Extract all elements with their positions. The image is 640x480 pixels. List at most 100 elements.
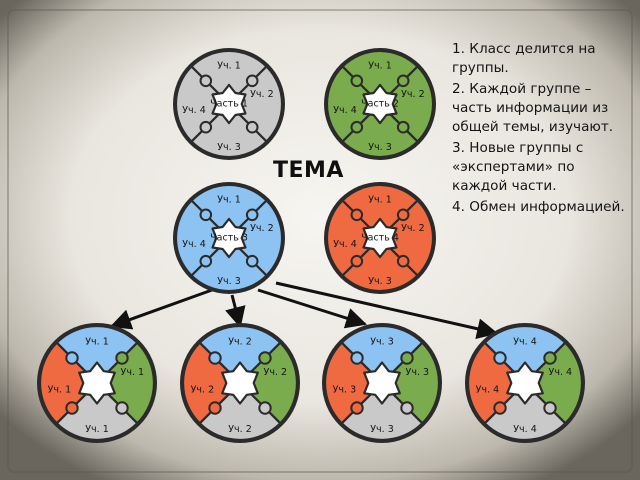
expert-1-label-1: Уч. 1 [85,337,109,348]
step-1: 1. Класс делится на группы. [452,41,596,76]
steps-list: 1. Класс делится на группы. 2. Каждой гр… [452,40,632,219]
group-3-label-2: Уч. 2 [250,223,274,234]
expert-circle-4-piece-3 [483,381,567,442]
group-circle-1-piece-1 [190,49,268,106]
group-circle-1-knob-2 [245,74,259,88]
expert-1-label-2: Уч. 1 [121,367,145,378]
expert-circle-2-gear [221,361,259,405]
expert-circle-4-knob-1 [493,351,507,365]
expert-4-label-4: Уч. 4 [476,384,500,395]
expert-3-label-3: Уч. 3 [370,424,394,435]
expert-circle-2-piece-3 [198,381,282,442]
group-3-label-3: Уч. 3 [217,276,241,287]
group-3-label-4: Уч. 4 [182,239,206,250]
expert-circle-3-knob-3 [400,401,414,415]
group-circle-2-piece-2 [378,65,435,143]
expert-circle-3-knob-4 [350,401,364,415]
group-circle-2-knob-3 [396,120,410,134]
expert-3-label-1: Уч. 3 [370,337,394,348]
group-circle-4-piece-1 [341,183,419,240]
expert-circle-2-knob-4 [208,401,222,415]
group-circle-3-knob-3 [245,254,259,268]
expert-circle-2: Уч. 2 Уч. 2 Уч. 2 Уч. 2 [180,323,300,443]
group-circle-3-piece-1 [190,183,268,240]
expert-circle-2-piece-2 [238,341,299,425]
group-4-label-3: Уч. 3 [368,276,392,287]
expert-circle-1-piece-2 [95,341,156,425]
expert-circle-4-piece-1 [483,324,567,385]
expert-2-label-2: Уч. 2 [264,367,288,378]
arrow-to-expert-3 [257,288,368,329]
step-4: 4. Обмен информацией. [452,199,625,215]
expert-1-label-4: Уч. 1 [48,384,72,395]
group-circle-3-piece-4 [174,199,231,277]
group-circle-1-piece-3 [190,102,268,159]
expert-2-label-4: Уч. 2 [191,384,215,395]
expert-circle-1-gear [78,361,116,405]
expert-circle-1-piece-1 [55,324,139,385]
group-1-label-3: Уч. 3 [217,142,241,153]
expert-circle-3-piece-3 [340,381,424,442]
expert-circle-3-piece-1 [340,324,424,385]
expert-circle-2-piece-4 [181,341,242,425]
arrow-to-expert-1 [110,288,213,330]
group-circle-4-piece-4 [325,199,382,277]
group-2-label-3: Уч. 3 [368,142,392,153]
group-circle-3-knob-2 [245,208,259,222]
page-title: ТЕМА [273,158,344,183]
expert-4-label-2: Уч. 4 [549,367,573,378]
expert-circle-1-knob-4 [65,401,79,415]
expert-circle-1-knob-2 [115,351,129,365]
step-2: 2. Каждой группе – часть информации из о… [452,81,614,135]
group-circle-4: Уч. 1 Уч. 2 Уч. 3 Уч. 4 Часть 4 [324,182,436,294]
group-1-label-4: Уч. 4 [182,105,206,116]
group-circle-2-knob-1 [350,74,364,88]
expert-circle-2-piece-1 [198,324,282,385]
slide-frame [7,9,633,473]
group-circle-1-knob-1 [199,74,213,88]
expert-circle-2-knob-3 [258,401,272,415]
group-circle-1-knob-3 [245,120,259,134]
expert-circle-3-knob-1 [350,351,364,365]
group-2-label-2: Уч. 2 [401,89,425,100]
group-4-label-2: Уч. 2 [401,223,425,234]
group-circle-2-piece-3 [341,102,419,159]
group-circle-2-knob-4 [350,120,364,134]
expert-circle-1-piece-3 [55,381,139,442]
group-circle-4-center-label: Часть 4 [361,233,399,244]
expert-3-label-2: Уч. 3 [406,367,430,378]
expert-2-label-3: Уч. 2 [228,424,252,435]
expert-circle-1-knob-3 [115,401,129,415]
group-circle-4-knob-3 [396,254,410,268]
expert-2-label-1: Уч. 2 [228,337,252,348]
group-circle-2-piece-1 [341,49,419,106]
step-3: 3. Новые группы с «экспертами» по каждой… [452,140,584,194]
expert-circle-4: Уч. 4 Уч. 4 Уч. 4 Уч. 4 [465,323,585,443]
group-circle-2-gear [362,83,398,125]
group-circle-3-knob-4 [199,254,213,268]
group-4-label-1: Уч. 1 [368,194,392,205]
expert-3-label-4: Уч. 3 [333,384,357,395]
expert-4-label-1: Уч. 4 [513,337,537,348]
expert-circle-1: Уч. 1Уч. 1Уч. 1Уч. 1 [37,323,157,443]
expert-circle-3-gear [363,361,401,405]
group-circle-2-piece-4 [325,65,382,143]
expert-circle-1-piece-4 [38,341,99,425]
group-circle-1-piece-4 [174,65,231,143]
group-circle-1-piece-2 [227,65,284,143]
group-1-label-2: Уч. 2 [250,89,274,100]
arrow-to-expert-4 [275,281,499,340]
group-2-label-4: Уч. 4 [333,105,357,116]
group-3-label-1: Уч. 1 [217,194,241,205]
expert-circle-4-knob-2 [543,351,557,365]
group-4-label-4: Уч. 4 [333,239,357,250]
group-circle-4-knob-4 [350,254,364,268]
expert-circle-4-gear [506,361,544,405]
expert-4-label-3: Уч. 4 [513,424,537,435]
group-circle-1-knob-4 [199,120,213,134]
expert-circle-2-knob-1 [208,351,222,365]
group-circle-4-gear [362,217,398,259]
